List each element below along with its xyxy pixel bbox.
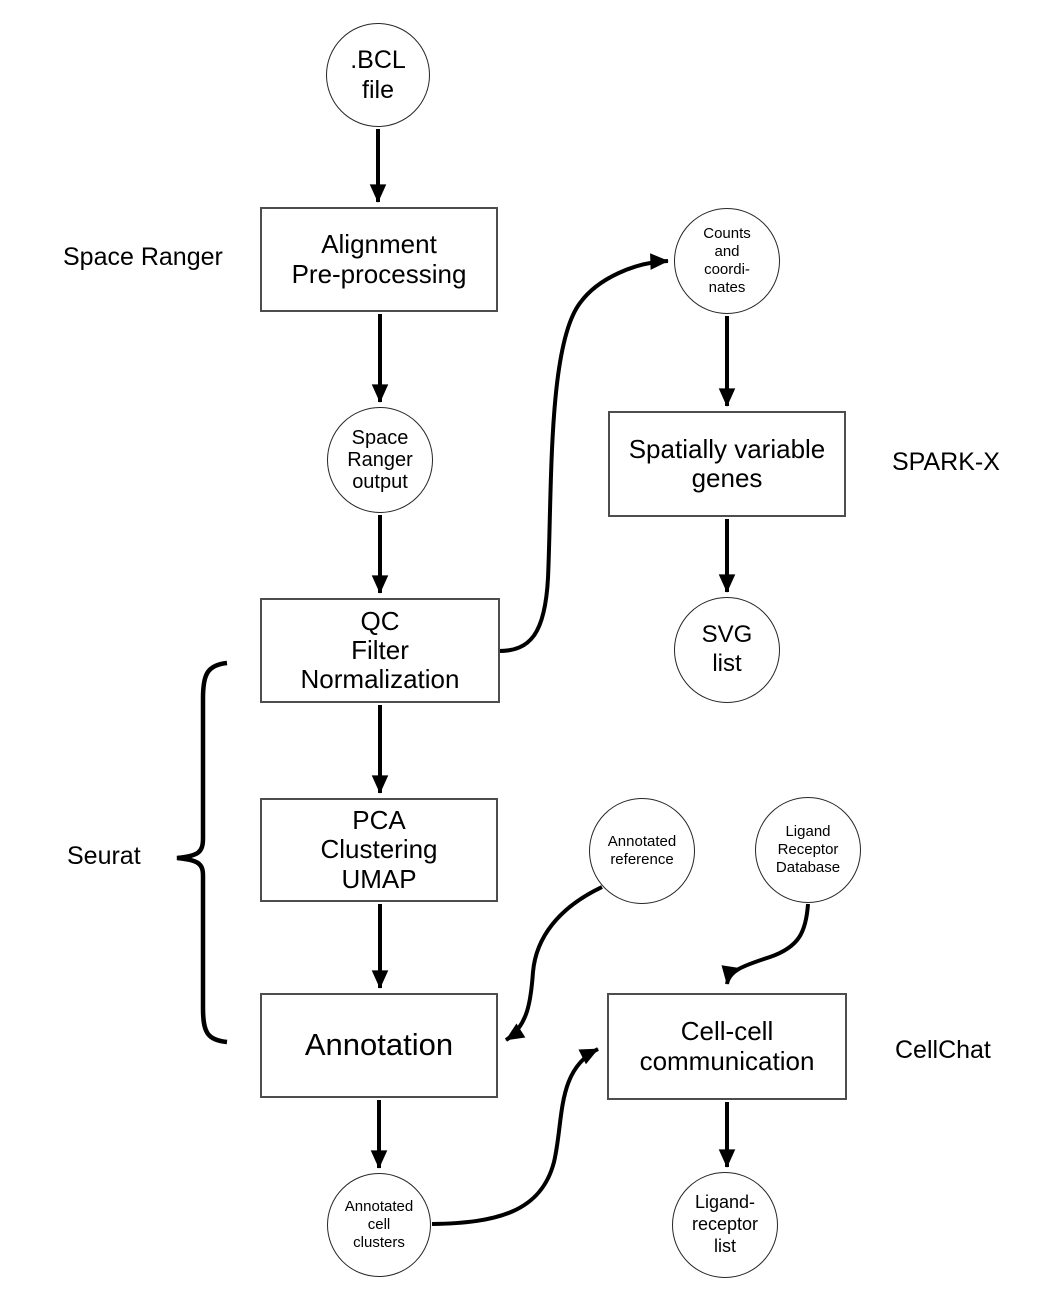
data-circle-space-ranger-output: Space Ranger output [327, 407, 433, 513]
circle-label-line: Annotated [344, 1198, 414, 1215]
box-label-line: UMAP [341, 863, 417, 894]
seurat-brace [176, 660, 228, 1045]
data-circle-ligand-receptor-database: Ligand Receptor Database [755, 797, 861, 903]
circle-label-line: Counts [703, 225, 751, 242]
circle-label-line: receptor [691, 1214, 759, 1235]
data-circle-ligand-receptor-list: Ligand- receptor list [672, 1172, 778, 1278]
tool-label-seurat: Seurat [67, 842, 141, 870]
process-box-pca: PCA Clustering UMAP [260, 798, 498, 902]
box-label-line: Alignment [321, 229, 437, 260]
process-box-cell-cell-communication: Cell-cell communication [607, 993, 847, 1100]
circle-label-line: list [714, 1235, 736, 1256]
tool-label-space-ranger: Space Ranger [63, 243, 223, 271]
circle-label-line: cell [367, 1216, 391, 1233]
circle-label-line: Database [775, 859, 841, 876]
circle-label-line: Space [351, 427, 409, 449]
circle-label-line: reference [610, 851, 674, 868]
tool-label-spark-x: SPARK-X [892, 448, 1000, 476]
arrow-annref-to-annotation [504, 885, 603, 1042]
process-box-annotation: Annotation [260, 993, 498, 1098]
box-label-line: Spatially variable [628, 433, 826, 464]
circle-label-line: Receptor [777, 841, 839, 858]
box-label-line: PCA [352, 805, 406, 836]
arrow-lrdb-to-cellcell [721, 903, 810, 985]
box-label-line: Filter [351, 634, 409, 665]
box-label-line: Pre-processing [291, 258, 467, 289]
circle-label-line: .BCL [350, 46, 406, 74]
data-circle-annotated-cell-clusters: Annotated cell clusters [327, 1173, 431, 1277]
data-circle-annotated-reference: Annotated reference [589, 798, 695, 904]
box-label-line: genes [691, 463, 763, 493]
circle-label-line: nates [708, 279, 746, 296]
circle-label-line: clusters [353, 1234, 405, 1251]
circle-label-line: Ligand- [694, 1192, 756, 1213]
circle-label-line: output [352, 471, 408, 493]
circle-label-line: Ligand [785, 823, 831, 840]
data-circle-bcl-file: .BCL file [326, 23, 430, 127]
box-label-line: Cell-cell [680, 1016, 774, 1047]
box-label-line: Clustering [320, 834, 438, 865]
circle-label-line: Annotated [607, 833, 677, 850]
circle-label-line: file [362, 76, 394, 104]
box-label-line: Annotation [304, 1027, 454, 1063]
process-box-alignment: Alignment Pre-processing [260, 207, 498, 312]
tool-label-cellchat: CellChat [895, 1036, 991, 1064]
circle-label-line: Ranger [347, 449, 413, 471]
process-box-spatially-variable-genes: Spatially variable genes [608, 411, 846, 517]
box-label-line: Normalization [300, 664, 460, 695]
box-label-line: communication [639, 1045, 815, 1076]
box-label-line: QC [360, 605, 400, 636]
circle-label-line: list [712, 650, 742, 677]
process-box-qc: QC Filter Normalization [260, 598, 500, 703]
circle-label-line: SVG [701, 621, 753, 649]
circle-label-line: coordi- [704, 261, 750, 278]
data-circle-counts-and-coordinates: Counts and coordi- nates [674, 208, 780, 314]
circle-label-line: and [714, 243, 740, 260]
data-circle-svg-list: SVG list [674, 597, 780, 703]
